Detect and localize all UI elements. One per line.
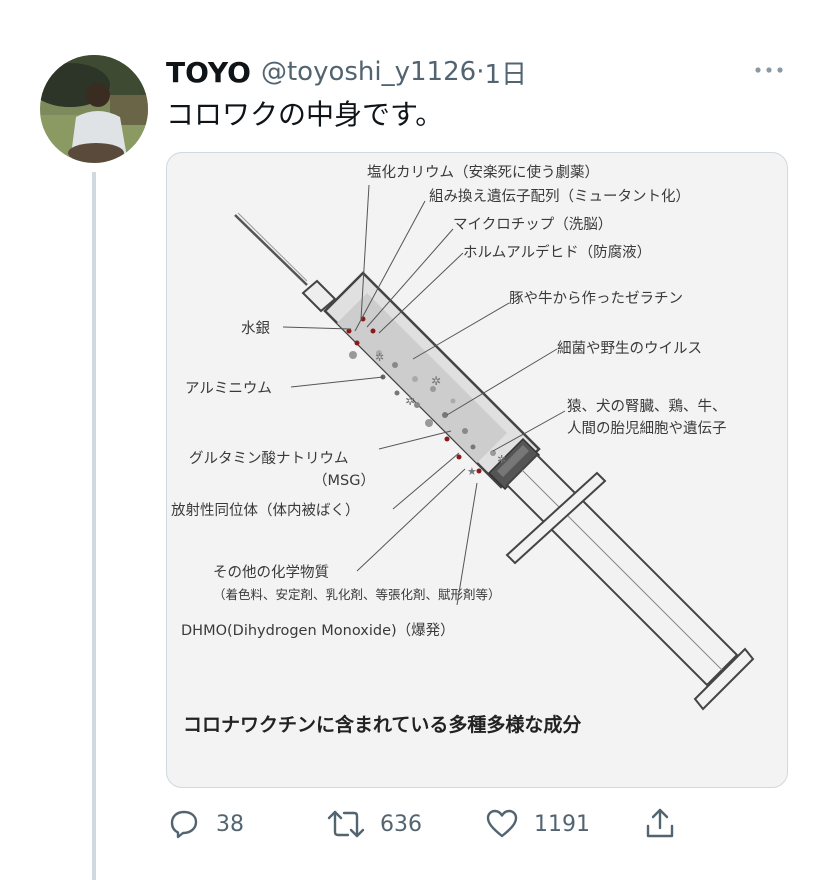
label-other-chemicals: その他の化学物質 [213, 563, 329, 581]
tweet-header: TOYO @toyoshi_y1126 · 1日 [166, 52, 527, 92]
svg-text:✲: ✲ [405, 394, 415, 408]
avatar-photo [40, 55, 148, 163]
label-microchip: マイクロチップ（洗脳） [453, 216, 612, 233]
tweet-text: コロワクの中身です。 [166, 98, 444, 131]
label-gelatin: 豚や牛から作ったゼラチン [509, 290, 683, 307]
more-button[interactable] [752, 58, 788, 82]
action-bar: 38 636 1191 [166, 804, 726, 844]
avatar[interactable] [40, 55, 148, 163]
share-button[interactable] [642, 804, 678, 844]
label-dhmo: DHMO(Dihydrogen Monoxide)（爆発） [181, 622, 455, 639]
like-count: 1191 [534, 811, 590, 837]
label-msg-abbr: （MSG） [313, 472, 375, 489]
label-aluminium: アルミニウム [185, 380, 272, 397]
label-bacteria-virus: 細菌や野生のウイルス [557, 340, 702, 357]
more-icon [755, 67, 783, 73]
label-msg: グルタミン酸ナトリウム [189, 450, 349, 467]
syringe-illustration: ✲ ✲ ✲ ✲ ★ 塩化カリウム（安楽死に使う劇薬） 組み換え遺伝子配列（ミュー… [171, 164, 755, 736]
svg-text:✲: ✲ [431, 374, 441, 388]
image-caption: コロナワクチンに含まれている多種多様な成分 [183, 713, 581, 736]
label-radioisotope: 放射性同位体（体内被ばく） [171, 502, 360, 519]
label-animal-cells-2: 人間の胎児細胞や遺伝子 [567, 420, 727, 437]
label-mercury: 水銀 [241, 320, 270, 337]
tweet-time[interactable]: 1日 [484, 59, 527, 90]
like-button[interactable]: 1191 [484, 804, 590, 844]
particles: ✲ ✲ ✲ ✲ ★ [346, 316, 506, 478]
svg-text:✲: ✲ [375, 351, 384, 364]
label-animal-cells-1: 猿、犬の腎臓、鶏、牛、 [567, 398, 727, 415]
retweet-icon [327, 810, 365, 838]
svg-text:★: ★ [467, 465, 477, 478]
reply-button[interactable]: 38 [166, 804, 244, 844]
label-formaldehyde: ホルムアルデヒド（防腐液） [463, 243, 651, 261]
separator-dot: · [476, 57, 485, 87]
retweet-button[interactable]: 636 [326, 804, 422, 844]
author-name[interactable]: TOYO [166, 55, 251, 89]
label-other-chemicals-detail: （着色料、安定剤、乳化剤、等張化剤、賦形剤等） [213, 587, 501, 602]
thread-line [92, 172, 96, 880]
reply-count: 38 [216, 811, 244, 837]
tweet-image[interactable]: ✲ ✲ ✲ ✲ ★ 塩化カリウム（安楽死に使う劇薬） 組み換え遺伝子配列（ミュー… [166, 152, 788, 788]
label-potassium-chloride: 塩化カリウム（安楽死に使う劇薬） [367, 164, 599, 181]
author-handle[interactable]: @toyoshi_y1126 [260, 57, 477, 87]
share-icon [646, 808, 674, 838]
svg-text:✲: ✲ [497, 453, 506, 466]
heart-icon [486, 809, 518, 838]
retweet-count: 636 [380, 811, 422, 837]
reply-icon [170, 810, 198, 839]
label-recombinant-gene: 組み換え遺伝子配列（ミュータント化） [429, 188, 690, 205]
